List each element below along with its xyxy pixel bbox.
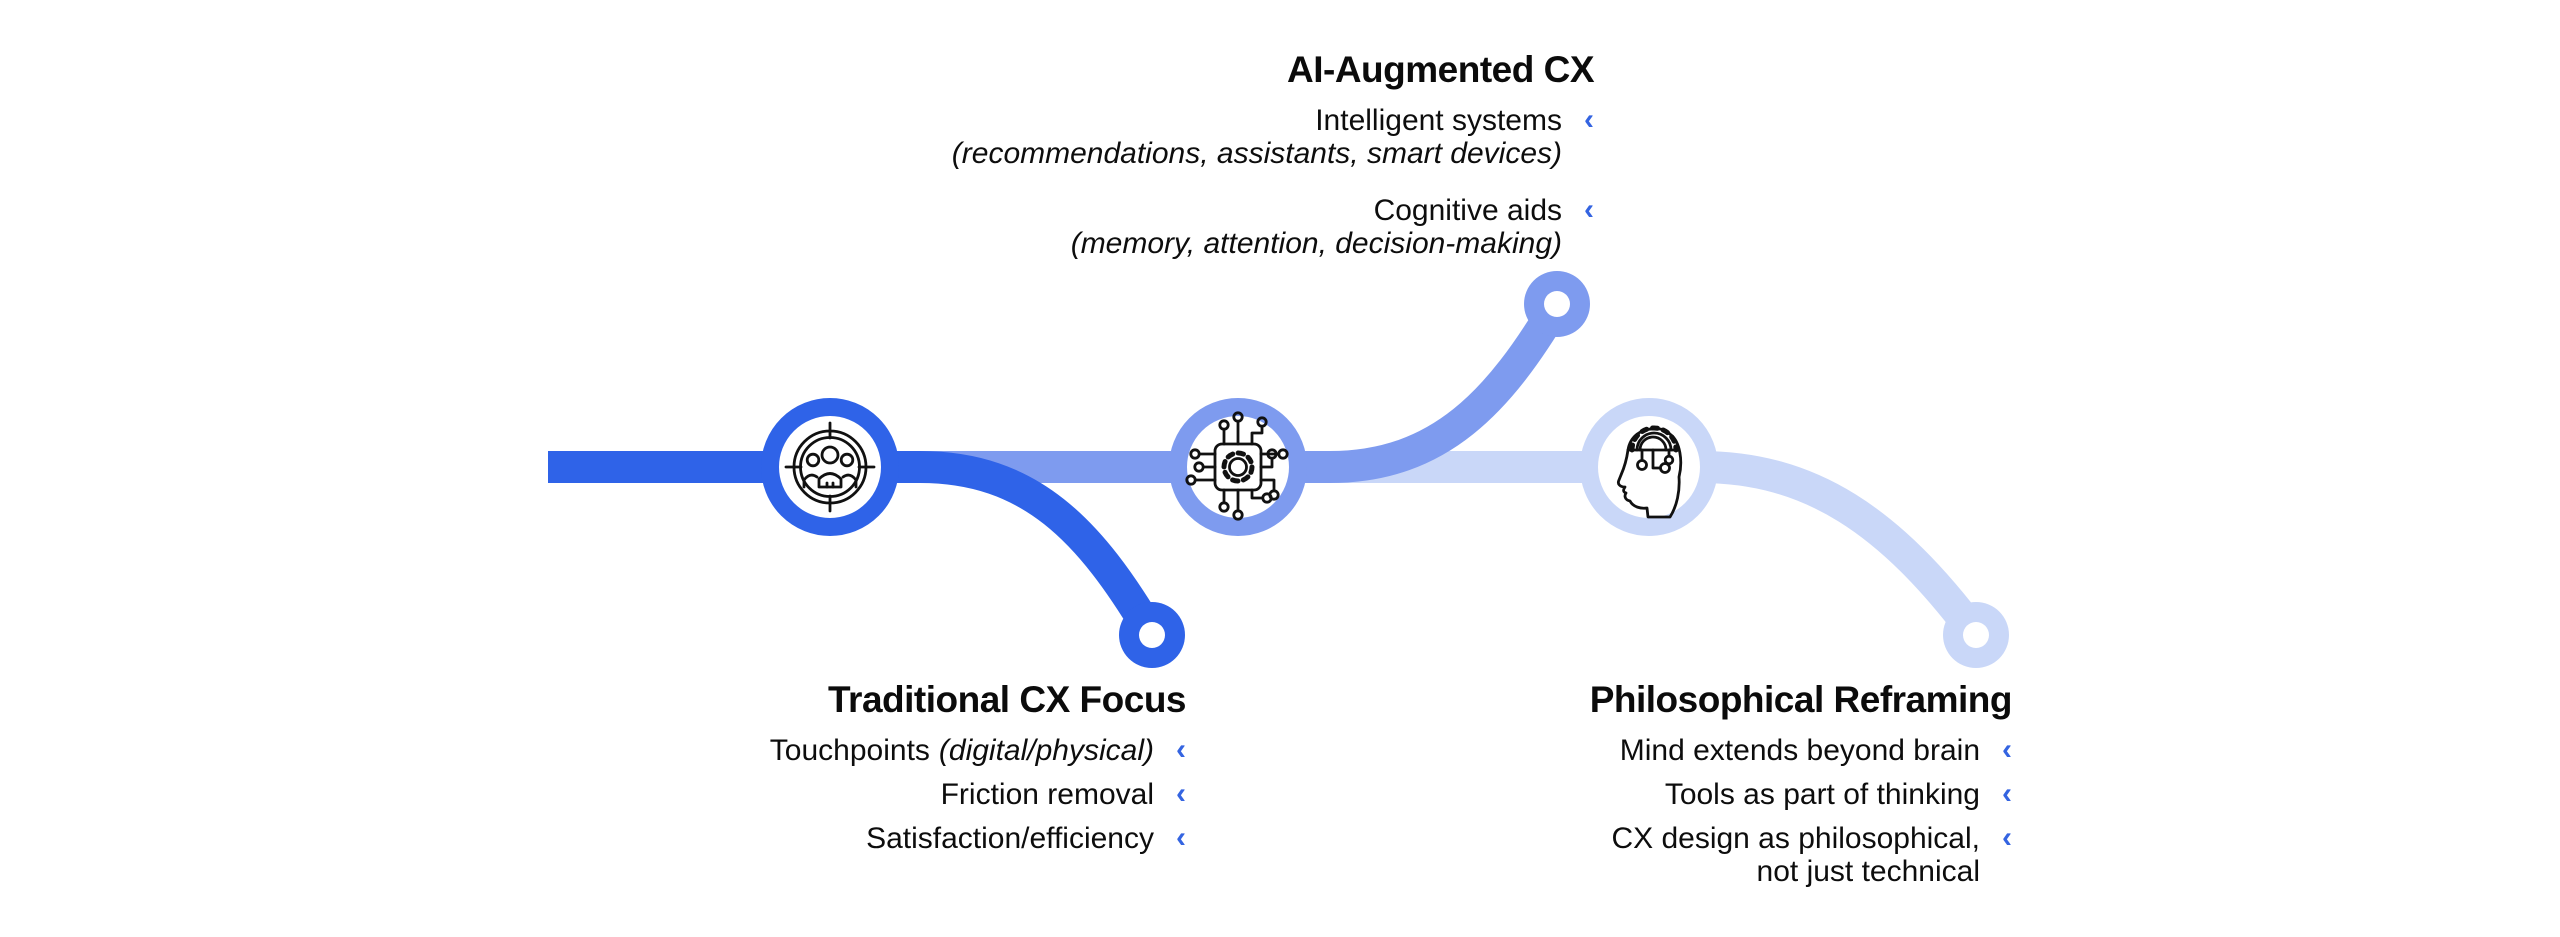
chevron-left-icon: ‹	[1176, 777, 1186, 810]
chevron-left-icon: ‹	[2002, 777, 2012, 810]
item-text-line2: not just technical	[1756, 855, 1980, 888]
item-note: (recommendations, assistants, smart devi…	[951, 137, 1562, 170]
chevron-left-icon: ‹	[2002, 733, 2012, 766]
list-item: Cognitive aids (memory, attention, decis…	[952, 193, 1594, 260]
line-segment-light	[1238, 451, 1989, 645]
ai-chip-icon	[1185, 411, 1289, 521]
block-title-philosophical: Philosophical Reframing	[1589, 679, 2013, 720]
item-text: Tools as part of thinking	[1664, 778, 1980, 811]
ai-augmented-cx-block: AI-Augmented CX Intelligent systems (rec…	[951, 48, 1595, 284]
chevron-left-icon: ‹	[1584, 103, 1594, 136]
head-circuit-icon	[1616, 425, 1683, 519]
item-text: Mind extends beyond brain	[1619, 734, 1980, 767]
node-ring-traditional	[761, 398, 899, 536]
chevron-left-icon: ‹	[1176, 733, 1186, 766]
item-note: (digital/physical)	[938, 734, 1154, 767]
list-item: Mind extends beyond brain ‹	[1590, 733, 2012, 767]
node-ring-ai	[1169, 398, 1307, 536]
item-text: CX design as philosophical,	[1611, 822, 1980, 855]
chevron-left-icon: ‹	[2002, 821, 2012, 854]
item-note: (memory, attention, decision-making)	[1070, 227, 1562, 260]
item-text: Touchpoints	[769, 734, 930, 767]
chevron-left-icon: ‹	[1176, 821, 1186, 854]
philosophical-reframing-block: Philosophical Reframing Mind extends bey…	[1589, 678, 2013, 899]
endpoint-dot-hole	[1544, 291, 1570, 317]
target-audience-icon	[784, 421, 876, 513]
item-text: Cognitive aids	[1373, 194, 1562, 227]
list-item: Touchpoints(digital/physical) ‹	[769, 733, 1186, 767]
chevron-left-icon: ‹	[1584, 193, 1594, 226]
list-item: CX design as philosophical, not just tec…	[1590, 821, 2012, 888]
line-segment-medium	[830, 295, 1571, 483]
list-item: Friction removal ‹	[770, 777, 1186, 811]
item-text: Intelligent systems	[1315, 104, 1562, 137]
item-text: Satisfaction/efficiency	[866, 822, 1154, 855]
node-ring-philosophical	[1580, 398, 1718, 536]
list-item: Tools as part of thinking ‹	[1590, 777, 2012, 811]
line-segment-dark	[548, 451, 1166, 644]
list-item: Intelligent systems (recommendations, as…	[951, 103, 1594, 170]
item-text: Friction removal	[940, 778, 1154, 811]
block-title-traditional: Traditional CX Focus	[828, 679, 1187, 720]
endpoint-dot-hole	[1139, 622, 1165, 648]
traditional-cx-block: Traditional CX Focus Touchpoints(digital…	[769, 678, 1187, 866]
endpoint-dot-hole	[1963, 622, 1989, 648]
block-title-ai: AI-Augmented CX	[1287, 49, 1595, 90]
list-item: Satisfaction/efficiency ‹	[770, 821, 1186, 855]
